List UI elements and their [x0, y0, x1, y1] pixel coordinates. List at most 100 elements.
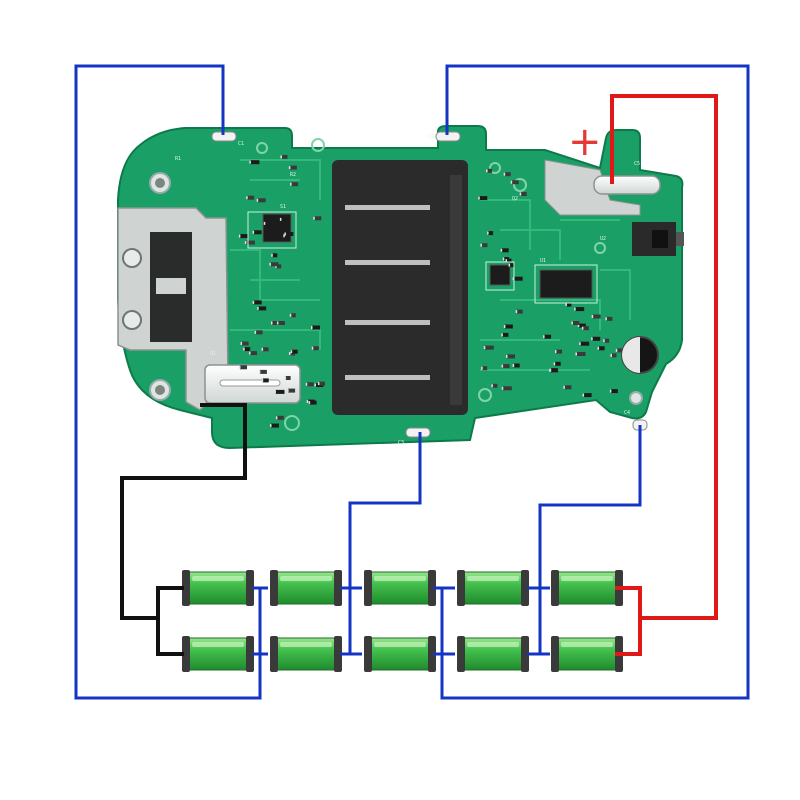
smd-component: [554, 361, 561, 366]
smd-component-lead: [575, 352, 577, 356]
terminal-bracket: [117, 207, 229, 411]
smd-component-lead: [263, 221, 266, 225]
smd-component-lead: [279, 217, 282, 221]
smd-component: [492, 383, 498, 388]
smd-component-lead: [261, 378, 264, 382]
smd-component-lead: [478, 196, 480, 200]
smd-component: [262, 347, 269, 352]
smd-component: [281, 154, 288, 159]
silkscreen-label: S1: [280, 204, 286, 210]
chip-icon: [489, 264, 511, 286]
smd-component: [516, 309, 523, 314]
battery-cell-icon: [182, 636, 254, 672]
pcb-trace: [230, 249, 320, 301]
screw-icon: [155, 178, 165, 188]
smd-component: [314, 216, 322, 221]
smd-component-lead: [254, 330, 257, 334]
negative-wire: [120, 403, 247, 656]
battery-cell-icon: [364, 570, 436, 606]
smd-component: [576, 352, 586, 356]
smd-component: [258, 306, 267, 311]
smd-component: [264, 221, 270, 226]
smd-component-lead: [249, 351, 251, 355]
smd-component: [309, 400, 317, 405]
smd-component-lead: [512, 364, 515, 367]
smd-component-lead: [577, 324, 580, 328]
smd-component: [502, 364, 510, 369]
silkscreen-outline: [247, 211, 297, 249]
smd-component-lead: [313, 216, 315, 220]
smd-component-lead: [284, 376, 287, 380]
smd-component-lead: [501, 333, 503, 337]
screw-icon: [155, 385, 165, 395]
smd-component-lead: [289, 313, 292, 317]
smd-component-lead: [505, 259, 507, 263]
pcb-trace: [480, 199, 531, 250]
smd-component: [598, 346, 605, 351]
smd-component: [506, 258, 512, 263]
balance-wires: [74, 64, 750, 700]
smd-component: [244, 347, 251, 352]
smd-component-lead: [256, 198, 259, 202]
smd-component-lead: [503, 325, 506, 328]
mosfet-block: [332, 160, 468, 415]
smd-component-lead: [591, 337, 593, 341]
smd-component: [239, 234, 248, 239]
smd-component: [502, 386, 512, 391]
smd-component-lead: [276, 321, 279, 325]
balance-wire-2: [440, 64, 750, 700]
battery-cell-icon: [270, 636, 342, 672]
smd-component: [488, 231, 494, 236]
pcb-trace: [600, 269, 631, 320]
smd-component: [240, 365, 247, 370]
smd-component: [289, 165, 297, 170]
smd-component: [250, 160, 260, 165]
smd-component: [616, 348, 622, 353]
smd-component-lead: [501, 386, 504, 390]
smd-component: [611, 353, 617, 358]
chip-icon: [539, 269, 593, 299]
smd-component-lead: [274, 390, 276, 394]
balance-pad-3: [405, 427, 431, 438]
smd-component: [482, 366, 488, 371]
smd-component-lead: [565, 303, 567, 307]
smd-component-lead: [555, 350, 557, 354]
smd-component: [592, 336, 601, 341]
battery-cell-icon: [551, 636, 623, 672]
silkscreen-label: C1: [238, 141, 244, 147]
smd-component: [253, 300, 262, 305]
smd-component: [479, 196, 488, 201]
smd-component: [275, 389, 285, 394]
via-ring: [594, 242, 606, 254]
smd-component: [272, 253, 278, 258]
positive-output-pad: [593, 175, 661, 195]
silkscreen-label: C2: [428, 134, 434, 140]
smd-component-lead: [603, 339, 605, 343]
smd-component-lead: [615, 348, 618, 352]
smd-component-lead: [519, 192, 522, 196]
pcb-trace: [500, 299, 601, 330]
smd-component: [572, 321, 580, 325]
positive-wire: [610, 94, 718, 656]
smd-component: [575, 307, 585, 312]
smd-component: [291, 182, 299, 187]
silkscreen-outline: [534, 264, 598, 304]
smd-component: [280, 217, 287, 222]
smd-component: [262, 378, 269, 383]
smd-component: [484, 345, 494, 350]
smd-component-lead: [502, 257, 505, 261]
smd-component-lead: [269, 262, 271, 266]
smd-component: [503, 257, 509, 261]
smd-component: [509, 263, 515, 268]
silkscreen-label: Q2: [512, 196, 518, 202]
smd-component-lead: [289, 352, 291, 355]
smd-component-lead: [311, 346, 314, 350]
silkscreen-label: C3: [398, 440, 404, 446]
smd-component: [291, 349, 298, 354]
pcb-trace: [240, 159, 321, 200]
smd-component-lead: [306, 400, 309, 404]
smd-component-lead: [288, 166, 291, 170]
